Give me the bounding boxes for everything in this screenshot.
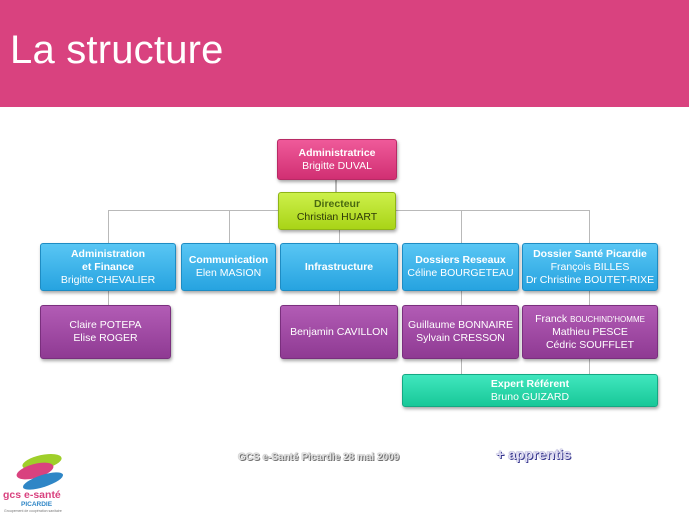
box-person: Elise ROGER (73, 332, 138, 344)
org-box-staff-infra: Benjamin CAVILLON (280, 305, 398, 359)
connector-line (108, 291, 109, 305)
footer-caption: GCS e-Santé Picardie 28 mai 2009 (238, 452, 400, 463)
box-title: Expert Référent (490, 377, 570, 390)
connector-line (461, 359, 462, 374)
box-title: Infrastructure (304, 260, 374, 273)
box-person: Cédric SOUFFLET (545, 338, 635, 351)
org-box-administratrice: Administratrice Brigitte DUVAL (277, 139, 397, 180)
org-box-infrastructure: Infrastructure (280, 243, 398, 291)
page-title: La structure (10, 28, 224, 72)
box-person: Céline BOURGETEAU (407, 267, 514, 279)
logo-name: gcs e-santé (3, 489, 61, 501)
person-first-name: Franck (535, 312, 568, 325)
header-banner: La structure (0, 0, 689, 107)
gcs-logo-icon (16, 453, 64, 490)
connector-line (108, 210, 109, 243)
org-box-communication: Communication Elen MASION (181, 243, 276, 291)
box-person: Claire POTEPA (69, 319, 142, 331)
connector-line (589, 210, 590, 243)
box-person: Brigitte DUVAL (302, 159, 372, 172)
box-person: François BILLES (550, 260, 630, 273)
box-person: Franck BOUCHIND'HOMME (535, 313, 645, 326)
box-title: Administratrice (298, 146, 376, 159)
org-box-staff-sante: Franck BOUCHIND'HOMME Mathieu PESCE Cédr… (522, 305, 658, 359)
box-person: Dr Christine BOUTET-RIXE (525, 273, 655, 286)
connector-line (589, 359, 590, 374)
connector-line (589, 291, 590, 305)
box-person: Benjamin CAVILLON (290, 325, 388, 338)
connector-line (461, 291, 462, 305)
box-title: Communication (188, 254, 269, 266)
logo-region: PICARDIE (21, 501, 53, 508)
connector-line (229, 210, 230, 243)
box-title-line1: Administration (70, 247, 146, 260)
person-last-name: BOUCHIND'HOMME (570, 314, 645, 324)
box-title: Dossiers Reseaux (415, 254, 506, 266)
box-title: Dossier Santé Picardie (533, 247, 647, 260)
box-person: Sylvain CRESSON (416, 332, 505, 344)
box-title: Directeur (313, 198, 361, 210)
apprentis-note: + apprentis (496, 446, 572, 462)
box-person: Elen MASION (195, 267, 262, 279)
box-person: Christian HUART (296, 211, 378, 223)
box-person: Bruno GUIZARD (490, 390, 570, 403)
box-person: Brigitte CHEVALIER (60, 273, 156, 286)
box-title-line2: et Finance (82, 260, 134, 273)
logo-tagline: Groupement de coopération sanitaire (4, 509, 62, 513)
org-box-staff-admin: Claire POTEPA Elise ROGER (40, 305, 171, 359)
box-person: Guillaume BONNAIRE (407, 319, 514, 331)
connector-line (339, 291, 340, 305)
connector-line (335, 180, 337, 192)
org-box-directeur: Directeur Christian HUART (278, 192, 396, 230)
org-box-dossier-sante: Dossier Santé Picardie François BILLES D… (522, 243, 658, 291)
connector-line (461, 210, 462, 243)
org-box-staff-reseaux: Guillaume BONNAIRE Sylvain CRESSON (402, 305, 519, 359)
org-box-dossiers-reseaux: Dossiers Reseaux Céline BOURGETEAU (402, 243, 519, 291)
org-box-admin-finance: Administration et Finance Brigitte CHEVA… (40, 243, 176, 291)
box-person: Mathieu PESCE (552, 325, 628, 338)
org-box-expert: Expert Référent Bruno GUIZARD (402, 374, 658, 407)
